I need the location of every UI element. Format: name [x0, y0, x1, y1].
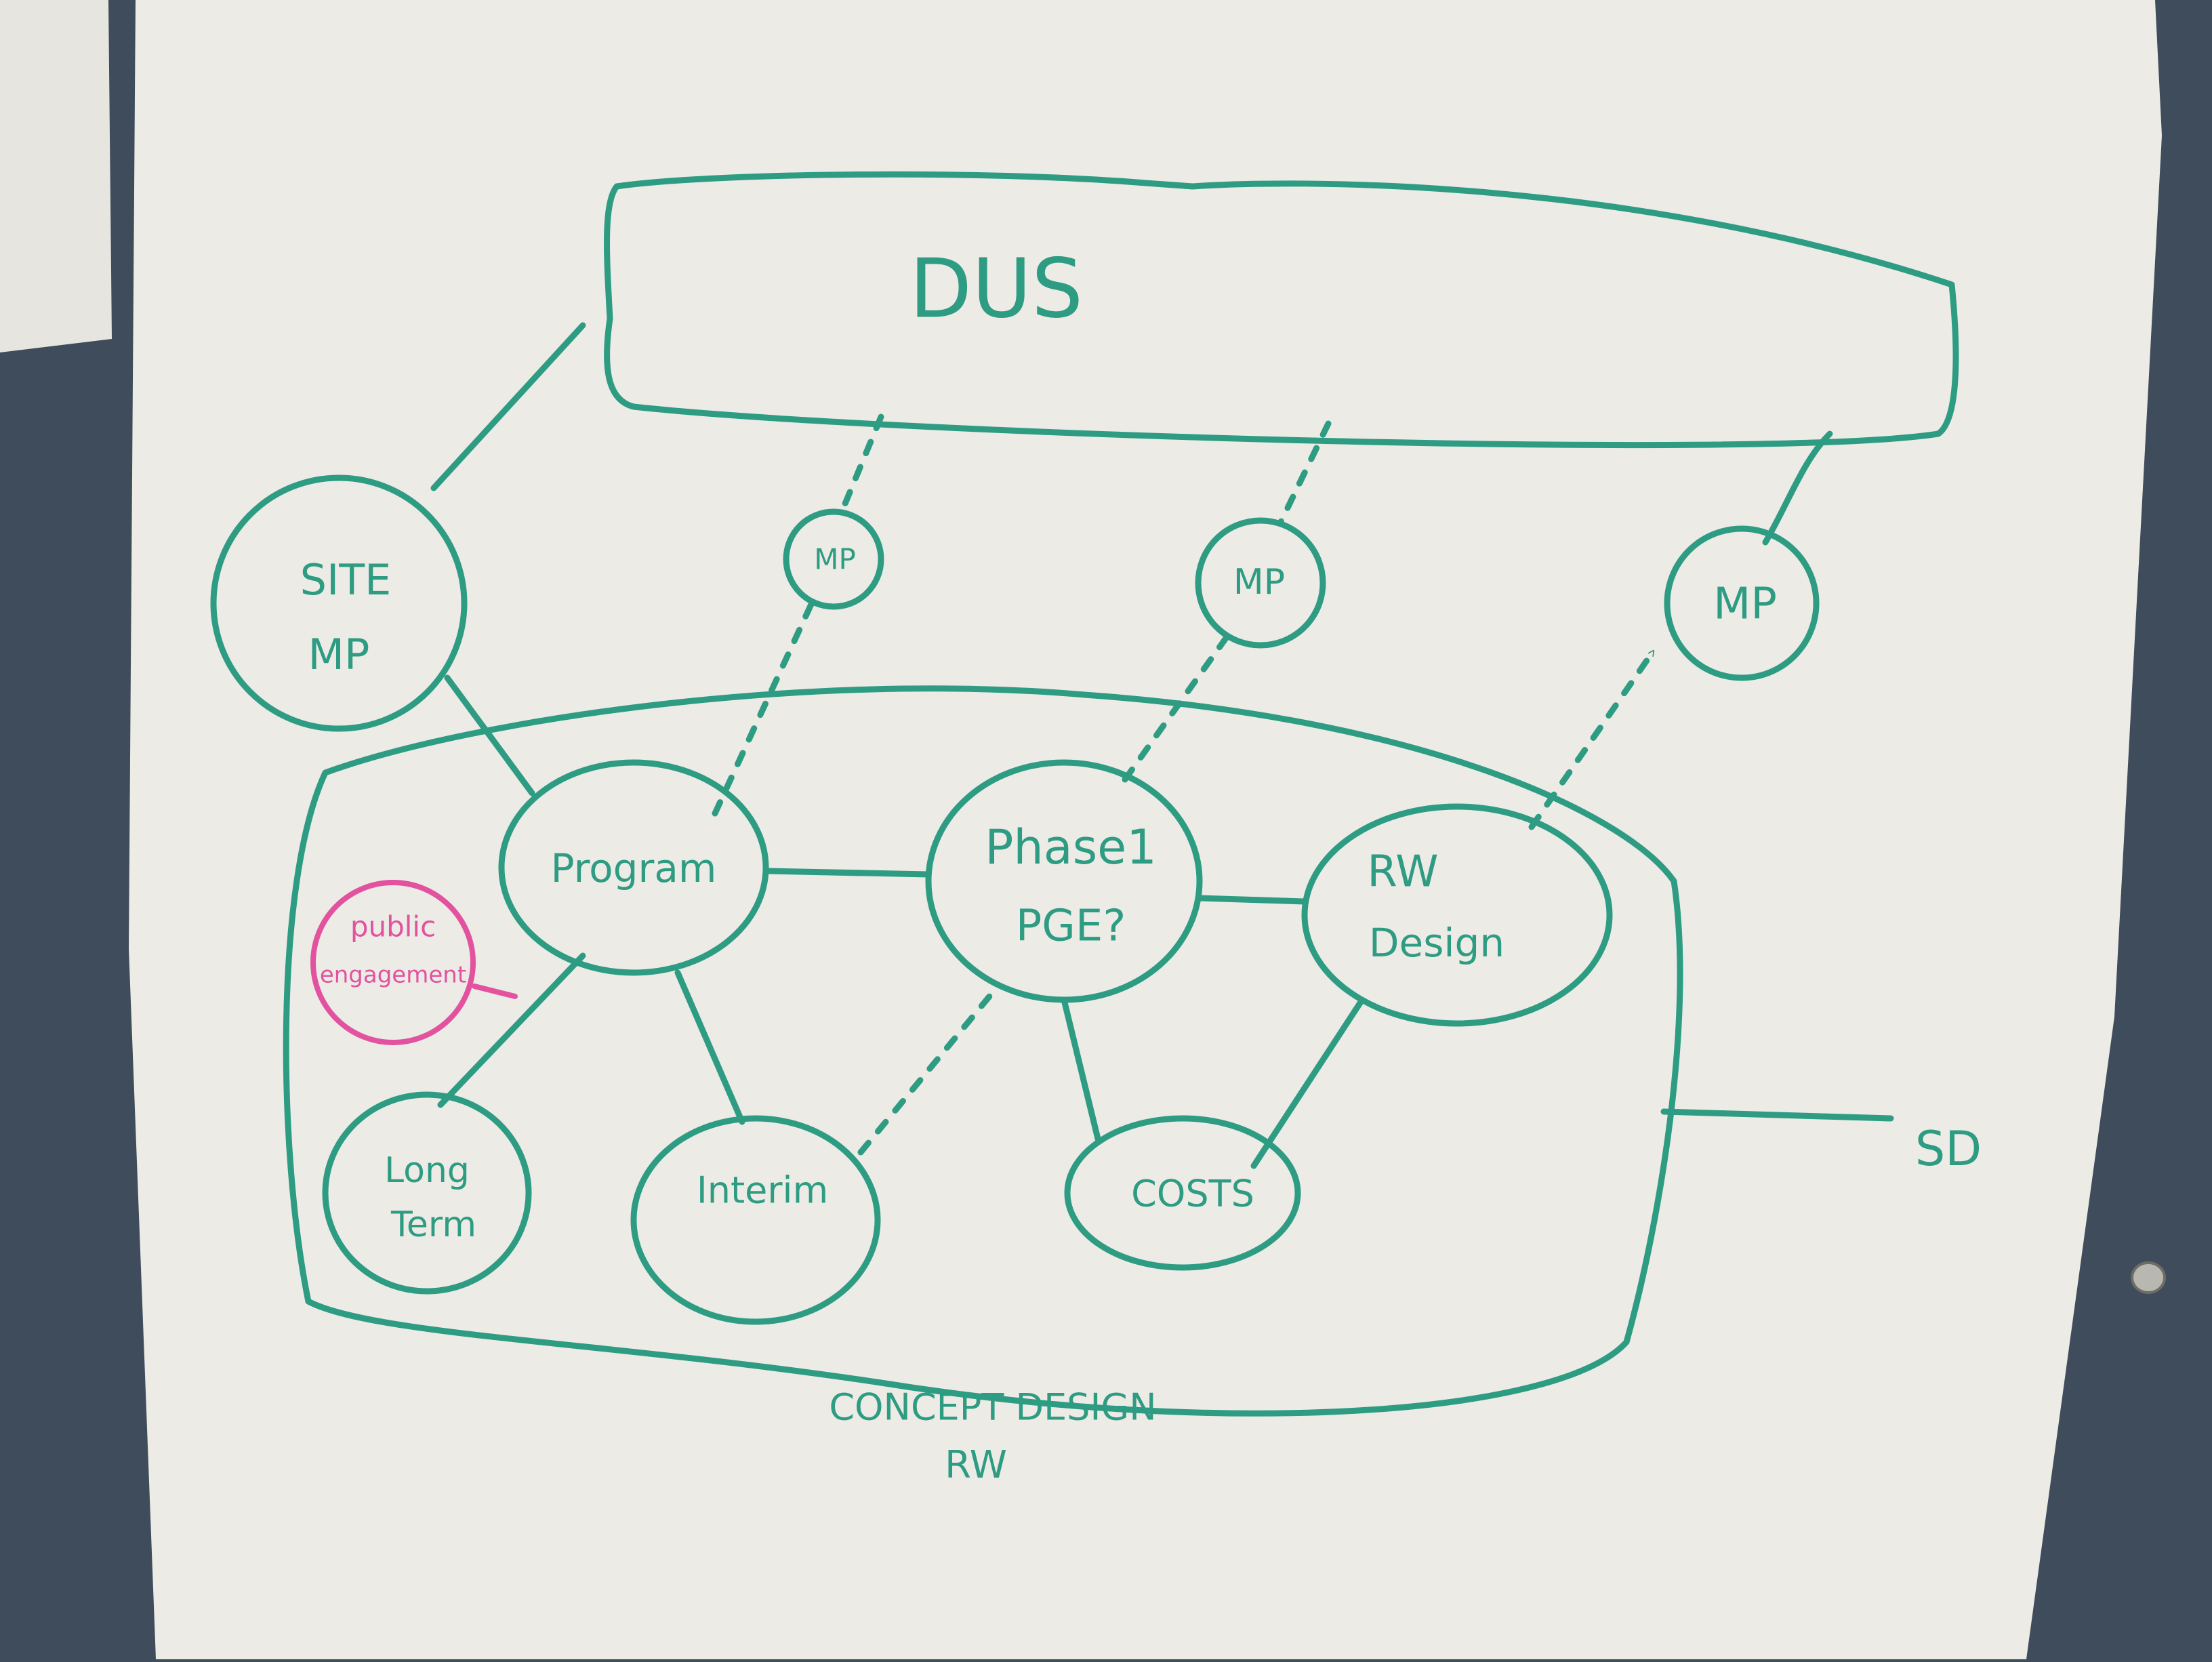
edge-interim-phase — [857, 993, 993, 1156]
edge-dus-mp2 — [1277, 420, 1332, 525]
site-mp-label-line2: MP — [308, 630, 370, 679]
costs-circle — [1064, 1115, 1301, 1271]
long-term-label-line2: Term — [390, 1204, 476, 1245]
program-label: Program — [551, 845, 717, 891]
edge-phase-rwdesign — [1196, 895, 1308, 905]
public-engagement-tail — [472, 984, 518, 999]
edge-phase-costs — [1061, 996, 1101, 1142]
site-mp-circle — [210, 474, 468, 732]
public-engagement-label-line1: public — [350, 910, 436, 944]
concept-design-group-outline — [283, 685, 1683, 1417]
mp-2-circle — [1195, 517, 1326, 649]
mp-1-label: MP — [814, 543, 856, 576]
public-engagement-label-line2: engagement — [320, 962, 466, 989]
caption-line2: RW — [945, 1443, 1007, 1487]
mp-3-label: MP — [1713, 580, 1777, 630]
interim-label: Interim — [697, 1169, 828, 1212]
edge-phase-mp2 — [1122, 634, 1230, 783]
top-box-outline — [604, 171, 1959, 449]
edge-dus-mp3 — [1762, 430, 1833, 546]
edge-program-longterm — [437, 952, 586, 1108]
edge-dus-mp1 — [837, 413, 884, 519]
edge-program-mp1 — [712, 596, 817, 817]
edge-program-phase — [762, 868, 932, 878]
rw-design-label-line1: RW — [1367, 847, 1438, 897]
phase-label-line1: Phase1 — [985, 819, 1157, 875]
rw-design-circle — [1301, 803, 1613, 1027]
mp-3-circle — [1664, 525, 1820, 681]
public-engagement-circle — [310, 880, 476, 1045]
site-mp-label-line1: SITE — [300, 555, 392, 605]
rw-design-label-line2: Design — [1369, 920, 1504, 966]
output-label: SD — [1915, 1121, 1982, 1177]
caption-line1: CONCEPT DESIGN — [829, 1386, 1156, 1429]
edge-dus-site — [430, 322, 586, 491]
phase-label-line2: PGE? — [1016, 901, 1126, 952]
mp-2-label: MP — [1233, 562, 1285, 603]
program-circle — [498, 759, 769, 976]
edge-rwdesign-mp3 — [1528, 647, 1657, 830]
edge-site-program — [444, 674, 535, 796]
long-term-circle — [322, 1091, 532, 1295]
edge-group-output — [1660, 1108, 1894, 1118]
side-paper-sheet — [0, 0, 112, 352]
top-box-label: DUS — [909, 243, 1083, 337]
long-term-label-line1: Long — [384, 1150, 470, 1191]
mp-1-circle — [783, 508, 884, 610]
edge-program-interim — [674, 969, 745, 1125]
interim-circle — [630, 1115, 881, 1325]
wall-pin — [2131, 1261, 2166, 1294]
edge-rwdesign-costs — [1250, 996, 1366, 1169]
costs-label: COSTS — [1131, 1173, 1254, 1215]
